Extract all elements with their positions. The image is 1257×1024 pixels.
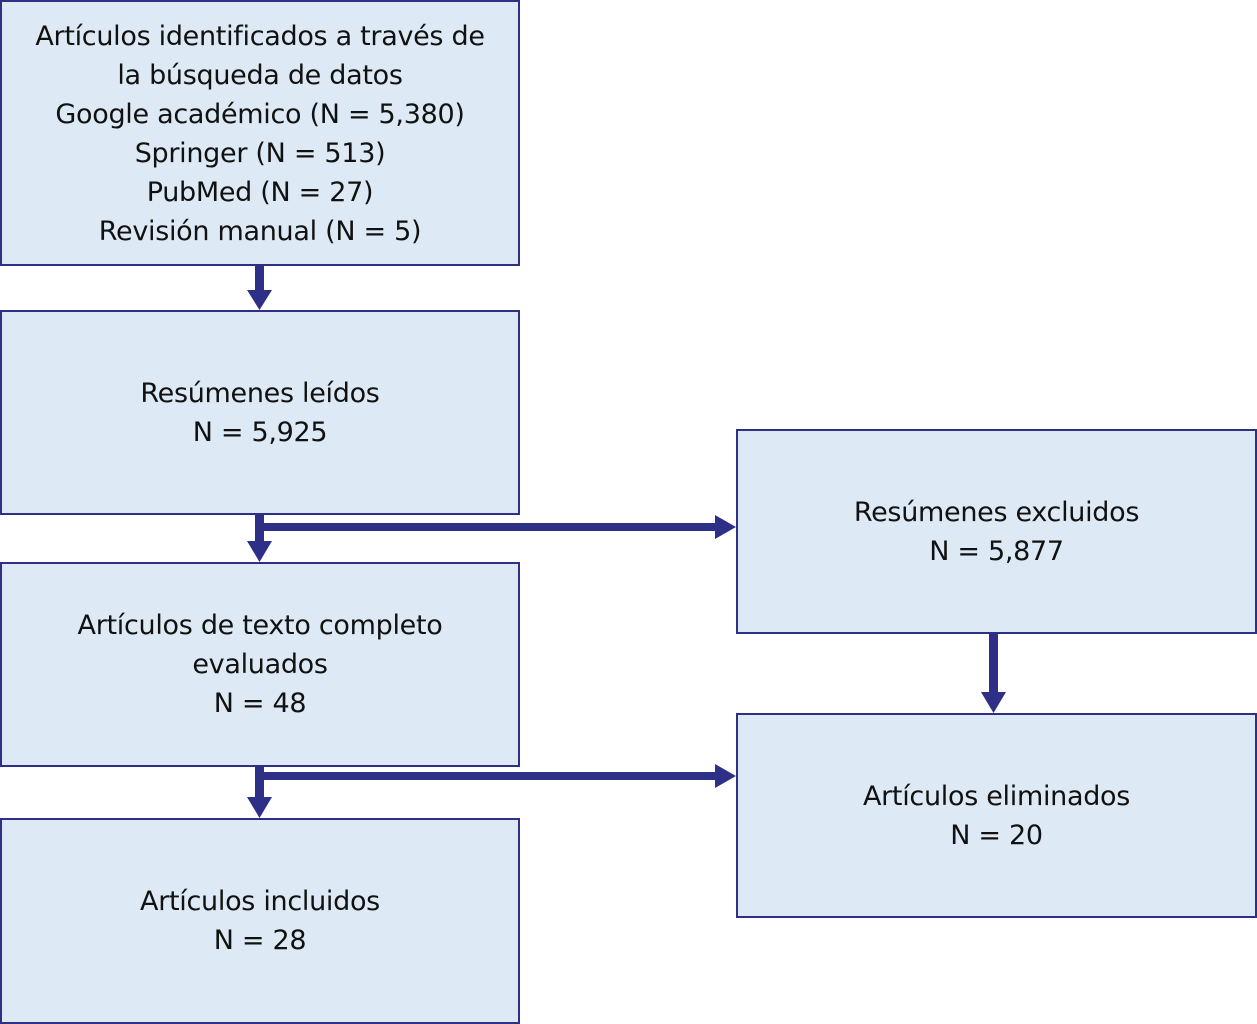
box-text-line: Artículos eliminados <box>862 780 1131 812</box>
arrow-fulltext-to-included <box>247 767 272 818</box>
box-abstracts-read: Resúmenes leídos N = 5,925 <box>0 310 520 515</box>
arrow-identified-to-abstracts-read <box>247 266 272 310</box>
box-text-line: N = 5,925 <box>192 416 328 448</box>
box-articles-identified: Artículos identificados a través de la b… <box>0 0 520 266</box>
arrow-excluded-to-removed <box>981 634 1006 713</box>
box-text-line: N = 28 <box>213 925 307 956</box>
box-text-line: Artículos identificados a través de <box>35 21 485 52</box>
box-text-line: Resúmenes excluidos <box>853 496 1140 528</box>
box-articles-included: Artículos incluidos N = 28 <box>0 818 520 1024</box>
box-articles-removed: Artículos eliminados N = 20 <box>736 713 1257 918</box>
box-text-line: Revisión manual (N = 5) <box>98 216 422 247</box>
box-text-line: la búsqueda de datos <box>117 60 403 91</box>
box-text-line: N = 5,877 <box>929 535 1064 567</box>
box-text-line: Artículos de texto completo <box>77 610 443 641</box>
box-text-line: N = 20 <box>950 819 1043 851</box>
box-text-line: Springer (N = 513) <box>134 138 386 169</box>
arrow-fulltext-to-removed <box>255 764 736 788</box>
box-text-line: Google académico (N = 5,380) <box>55 99 465 130</box>
box-text-line: Artículos incluidos <box>140 886 380 917</box>
box-fulltext-assessed: Artículos de texto completo evaluados N … <box>0 562 520 767</box>
box-text-line: evaluados <box>192 649 328 680</box>
box-text-line: PubMed (N = 27) <box>146 177 374 208</box>
box-text-line: Resúmenes leídos <box>140 377 380 409</box>
arrow-abstracts-read-to-excluded <box>255 515 736 539</box>
box-abstracts-excluded: Resúmenes excluidos N = 5,877 <box>736 429 1257 634</box>
arrow-abstracts-read-to-fulltext <box>247 515 272 562</box>
box-text-line: N = 48 <box>213 688 307 719</box>
